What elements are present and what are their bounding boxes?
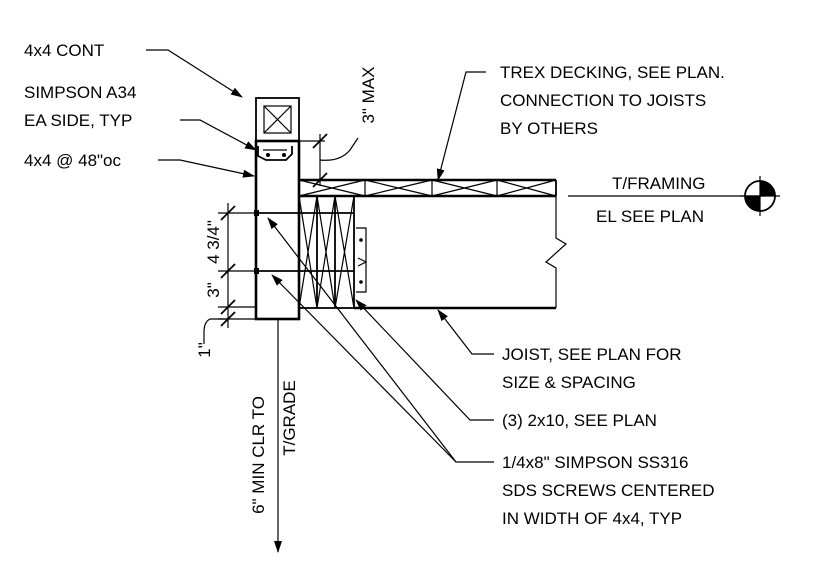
leaders-left (146, 49, 257, 178)
sds-screws (254, 210, 354, 274)
joist-label-2: SIZE & SPACING (502, 373, 636, 392)
screws-label-3: IN WIDTH OF 4x4, TYP (502, 509, 682, 528)
dim-lower-spacing: 3" (204, 282, 223, 298)
decking-label-1: TREX DECKING, SEE PLAN. (500, 63, 725, 82)
post-cap-4x4 (255, 97, 300, 142)
elevation-marker (568, 176, 780, 216)
a34-clip-icon (257, 146, 293, 161)
framing-label-2: EL SEE PLAN (596, 207, 704, 226)
joist-hanger-icon (356, 227, 368, 293)
clearance-label-1: 6" MIN CLR TO (249, 396, 268, 514)
dimension-string (203, 203, 256, 344)
gap-dimension (299, 133, 359, 188)
gap-max-label: 3" MAX (359, 66, 378, 123)
dim-upper-spacing: 4 3/4" (204, 220, 223, 264)
hanger-label-2: EA SIDE, TYP (24, 111, 132, 130)
joist-label-1: JOIST, SEE PLAN FOR (502, 345, 682, 364)
beam-3-2x10 (298, 195, 355, 309)
decking-label-2: CONNECTION TO JOISTS (500, 91, 706, 110)
hanger-label-1: SIMPSON A34 (24, 83, 136, 102)
framing-label-1: T/FRAMING (612, 174, 706, 193)
screws-label-2: SDS SCREWS CENTERED (502, 481, 715, 500)
leaders-right (267, 71, 494, 463)
post-spacing-label: 4x4 @ 48"oc (24, 151, 122, 170)
joist (354, 195, 568, 310)
decking-label-3: BY OTHERS (500, 119, 598, 138)
dim-edge-distance: 1" (195, 342, 214, 358)
post-cont-label: 4x4 CONT (24, 41, 104, 60)
trex-decking (298, 178, 557, 198)
screws-label-1: 1/4x8" SIMPSON SS316 (502, 453, 689, 472)
beam-label: (3) 2x10, SEE PLAN (502, 411, 657, 430)
clearance-label-2: T/GRADE (280, 380, 299, 456)
